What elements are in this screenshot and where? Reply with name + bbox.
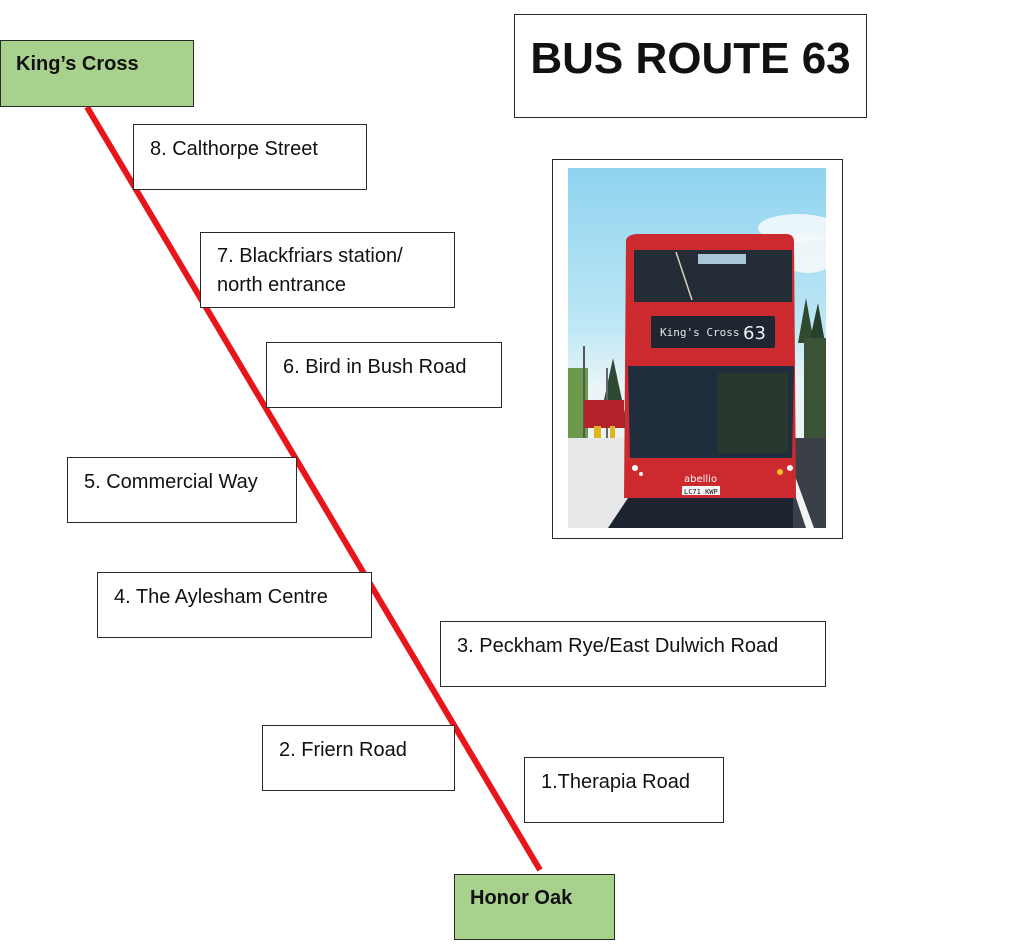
stop-6: 6. Bird in Bush Road (266, 342, 502, 408)
stop-label: 3. Peckham Rye/East Dulwich Road (457, 635, 779, 657)
stop-label: 4. The Aylesham Centre (114, 586, 328, 608)
terminus-end-label: Honor Oak (470, 887, 573, 909)
bus-photo-frame: King's Cross 63 abellio LC71 KWP (552, 159, 843, 539)
title-box: BUS ROUTE 63 (514, 14, 867, 118)
stop-1: 1.Therapia Road (524, 757, 724, 823)
terminus-start-label: King’s Cross (16, 53, 139, 75)
stop-5: 5. Commercial Way (67, 457, 297, 523)
stop-7: 7. Blackfriars station/ north entrance (200, 232, 455, 308)
stop-label-line1: 7. Blackfriars station/ (217, 245, 403, 267)
bus-route-number-display: 63 (743, 323, 766, 344)
bus-destination-display: King's Cross (660, 326, 739, 339)
stop-label: 1.Therapia Road (541, 771, 690, 793)
stop-8: 8. Calthorpe Street (133, 124, 367, 190)
stop-label: 2. Friern Road (279, 739, 407, 761)
stop-label: 8. Calthorpe Street (150, 138, 318, 160)
stop-label-line2: north entrance (217, 274, 346, 296)
bus-photo: King's Cross 63 abellio LC71 KWP (568, 168, 826, 528)
terminus-start: King’s Cross (0, 40, 194, 107)
stop-4: 4. The Aylesham Centre (97, 572, 372, 638)
bus-operator-logo: abellio (684, 474, 717, 485)
stop-label: 6. Bird in Bush Road (283, 356, 467, 378)
bus-plate: LC71 KWP (684, 488, 718, 496)
page-title: BUS ROUTE 63 (530, 34, 851, 83)
terminus-end: Honor Oak (454, 874, 615, 940)
stop-3: 3. Peckham Rye/East Dulwich Road (440, 621, 826, 687)
bus-illustration: King's Cross 63 abellio LC71 KWP (568, 214, 826, 528)
stop-label: 5. Commercial Way (84, 471, 258, 493)
stop-2: 2. Friern Road (262, 725, 455, 791)
